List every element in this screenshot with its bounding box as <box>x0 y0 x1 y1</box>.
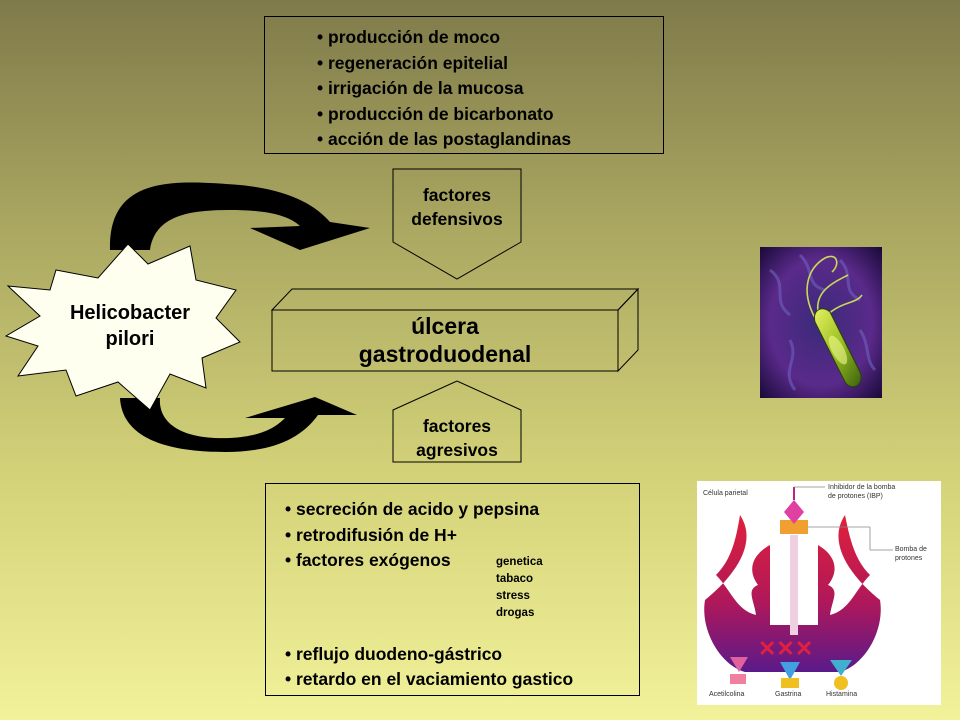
label-proton-pump: Bomba de protones <box>895 546 927 562</box>
list-item: irrigación de la mucosa <box>317 76 571 102</box>
list-item: reflujo duodeno-gástrico <box>285 642 573 668</box>
list-item: factores exógenos <box>285 548 573 574</box>
exogenous-subitem: drogas <box>496 607 535 619</box>
exogenous-subitem: genetica <box>496 556 543 568</box>
defensive-factors-shape <box>392 168 522 280</box>
defensive-label: factores defensivos <box>411 185 503 229</box>
list-item: producción de bicarbonato <box>317 102 571 128</box>
label-acetylcholine: Acetilcolina <box>709 691 745 698</box>
exogenous-subitem: stress <box>496 590 530 602</box>
ulcer-label: úlcera gastroduodenal <box>358 313 532 367</box>
helicobacter-label: Helicobacter pilori <box>69 302 191 350</box>
bottom-curved-arrow <box>120 397 357 452</box>
helicobacter-star <box>4 243 241 411</box>
list-item: producción de moco <box>317 25 571 51</box>
label-histamine: Histamina <box>826 691 858 698</box>
aggressive-items-box: secreción de acido y pepsina retrodifusi… <box>265 483 640 696</box>
defensive-items-box: producción de moco regeneración epitelia… <box>264 16 664 154</box>
list-item: retardo en el vaciamiento gastico <box>285 667 573 693</box>
aggressive-factors-shape <box>392 380 522 463</box>
list-item: secreción de acido y pepsina <box>285 497 573 523</box>
parietal-cell-figure: ✕✕✕ <box>697 481 941 705</box>
label-parietal-cell: Célula parietal <box>703 490 748 497</box>
list-item: acción de las postaglandinas <box>317 127 571 153</box>
list-item: regeneración epitelial <box>317 51 571 77</box>
helicobacter-image <box>760 247 882 398</box>
exogenous-subitem: tabaco <box>496 573 534 585</box>
list-item: retrodifusión de H+ <box>285 523 573 549</box>
top-curved-arrow <box>109 182 371 250</box>
label-gastrin: Gastrina <box>775 691 802 698</box>
label-pump-inhibitor: Inhibidor de la bomba de protones (IBP) <box>828 484 896 500</box>
aggressive-label: factores agresivos <box>416 416 498 460</box>
svg-text:✕✕✕: ✕✕✕ <box>758 636 813 661</box>
ulcer-box <box>270 287 640 373</box>
